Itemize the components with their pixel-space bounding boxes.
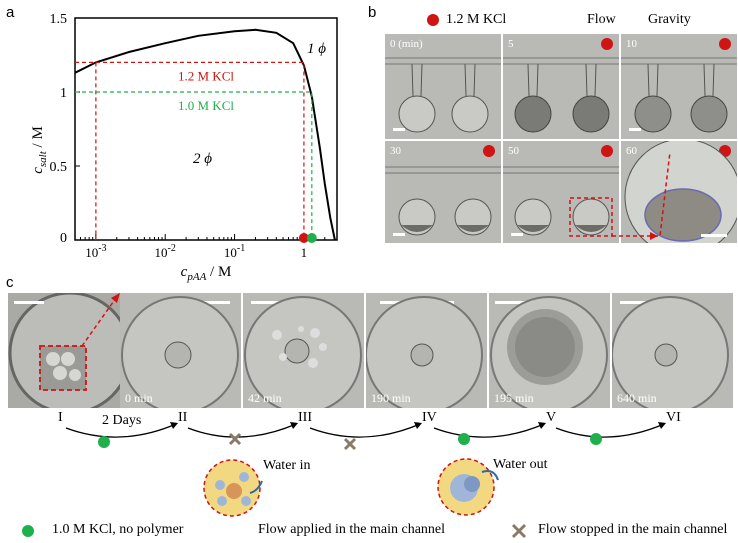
frame-b-60: 60	[621, 141, 737, 243]
frame-time: 190 min	[371, 391, 411, 405]
y-tick-label: 0.5	[50, 160, 68, 175]
legend-green-text: 1.0 M KCl, no polymer	[52, 522, 184, 537]
water-out-schematic	[437, 458, 499, 516]
red-guide	[75, 61, 305, 240]
water-in-label: Water in	[263, 458, 311, 473]
plot-frame	[74, 17, 338, 241]
green-point	[306, 233, 317, 243]
legend-flow-text: Flow	[587, 12, 616, 27]
flow-stopped-marker	[228, 432, 242, 446]
frame-time: 195 min	[494, 391, 534, 405]
x-tick-label: 1	[301, 245, 308, 260]
stage-label: VI	[666, 410, 681, 425]
panel-a-label: a	[6, 4, 15, 21]
region-one-phase: 1 ϕ	[307, 41, 326, 57]
x-tick-label: 10-1	[224, 243, 245, 260]
frame-time: 0 (min)	[390, 38, 423, 50]
frame-time: 60	[626, 145, 637, 157]
binodal-curve	[74, 28, 336, 241]
annotation-red: 1.2 M KCl	[178, 68, 234, 83]
phase-diagram-chart: 1.5 1 0.5 0 10-3 10-2 10-1 1 1.2 M KCl 1.0 M KC…	[30, 12, 338, 283]
frame-b-5: 5	[503, 34, 619, 139]
stage-label: II	[178, 410, 188, 425]
flow-indicator-dot	[601, 145, 613, 157]
legend-flow-applied-text: Flow applied in the main channel	[258, 522, 446, 537]
legend-flow-stopped-text: Flow stopped in the main channel	[538, 522, 728, 537]
frame-c-VI: 640 min	[612, 293, 733, 408]
stage-label: IV	[422, 410, 437, 425]
red-point	[298, 233, 309, 243]
x-tick-label: 10-3	[85, 243, 106, 260]
stage-label: V	[546, 410, 557, 425]
frame-c-II: 0 min	[120, 293, 241, 408]
y-tick-label: 1	[60, 86, 67, 101]
frame-b-30: 30	[385, 141, 501, 243]
stage-label: I	[58, 410, 63, 425]
legend-green-dot	[22, 525, 34, 537]
frame-b-10: 10	[621, 34, 737, 139]
water-in-schematic	[203, 459, 263, 517]
x-tick-label: 10-2	[155, 243, 176, 260]
ylabel: csalt / M	[30, 126, 49, 174]
frame-time: 5	[508, 38, 514, 50]
frame-time: 30	[390, 145, 401, 157]
frame-time: 42 min	[248, 391, 282, 405]
frame-b-50: 50	[503, 141, 619, 243]
flow-stopped-marker	[343, 437, 357, 451]
stage-label: III	[298, 410, 312, 425]
legend-red-text: 1.2 M KCl	[446, 12, 507, 27]
arrow-label: 2 Days	[102, 413, 142, 428]
frame-time: 0 min	[125, 391, 153, 405]
frame-c-V: 195 min	[489, 293, 610, 408]
frame-time: 10	[626, 38, 637, 50]
region-two-phase: 2 ϕ	[193, 151, 212, 167]
frame-time: 640 min	[617, 391, 657, 405]
panel-c-label: c	[6, 274, 14, 291]
flow-applied-marker	[458, 433, 470, 445]
flow-applied-marker	[590, 433, 602, 445]
annotation-green: 1.0 M KCl	[178, 98, 234, 113]
flow-indicator-dot	[601, 38, 613, 50]
xlabel: cpAA / M	[181, 264, 232, 283]
legend-gravity-text: Gravity	[648, 12, 691, 27]
frame-b-0: 0 (min)	[385, 34, 501, 139]
frame-c-IV: 190 min	[366, 293, 487, 408]
frame-c-I	[8, 293, 120, 408]
zoom-arrow-c	[81, 293, 120, 347]
y-tick-label: 0	[60, 231, 67, 246]
zoom-arrow	[612, 151, 671, 240]
green-guide	[75, 91, 313, 240]
legend-red-dot	[427, 14, 439, 26]
stage-arrows	[65, 422, 666, 451]
y-tick-label: 1.5	[50, 12, 68, 27]
flow-indicator-dot	[483, 145, 495, 157]
flow-indicator-dot	[719, 38, 731, 50]
cross-icon	[511, 523, 527, 539]
frame-c-III: 42 min	[243, 293, 364, 408]
panel-b-label: b	[368, 4, 377, 21]
water-out-label: Water out	[493, 457, 548, 472]
frame-time: 50	[508, 145, 519, 157]
flow-applied-marker	[98, 436, 110, 448]
